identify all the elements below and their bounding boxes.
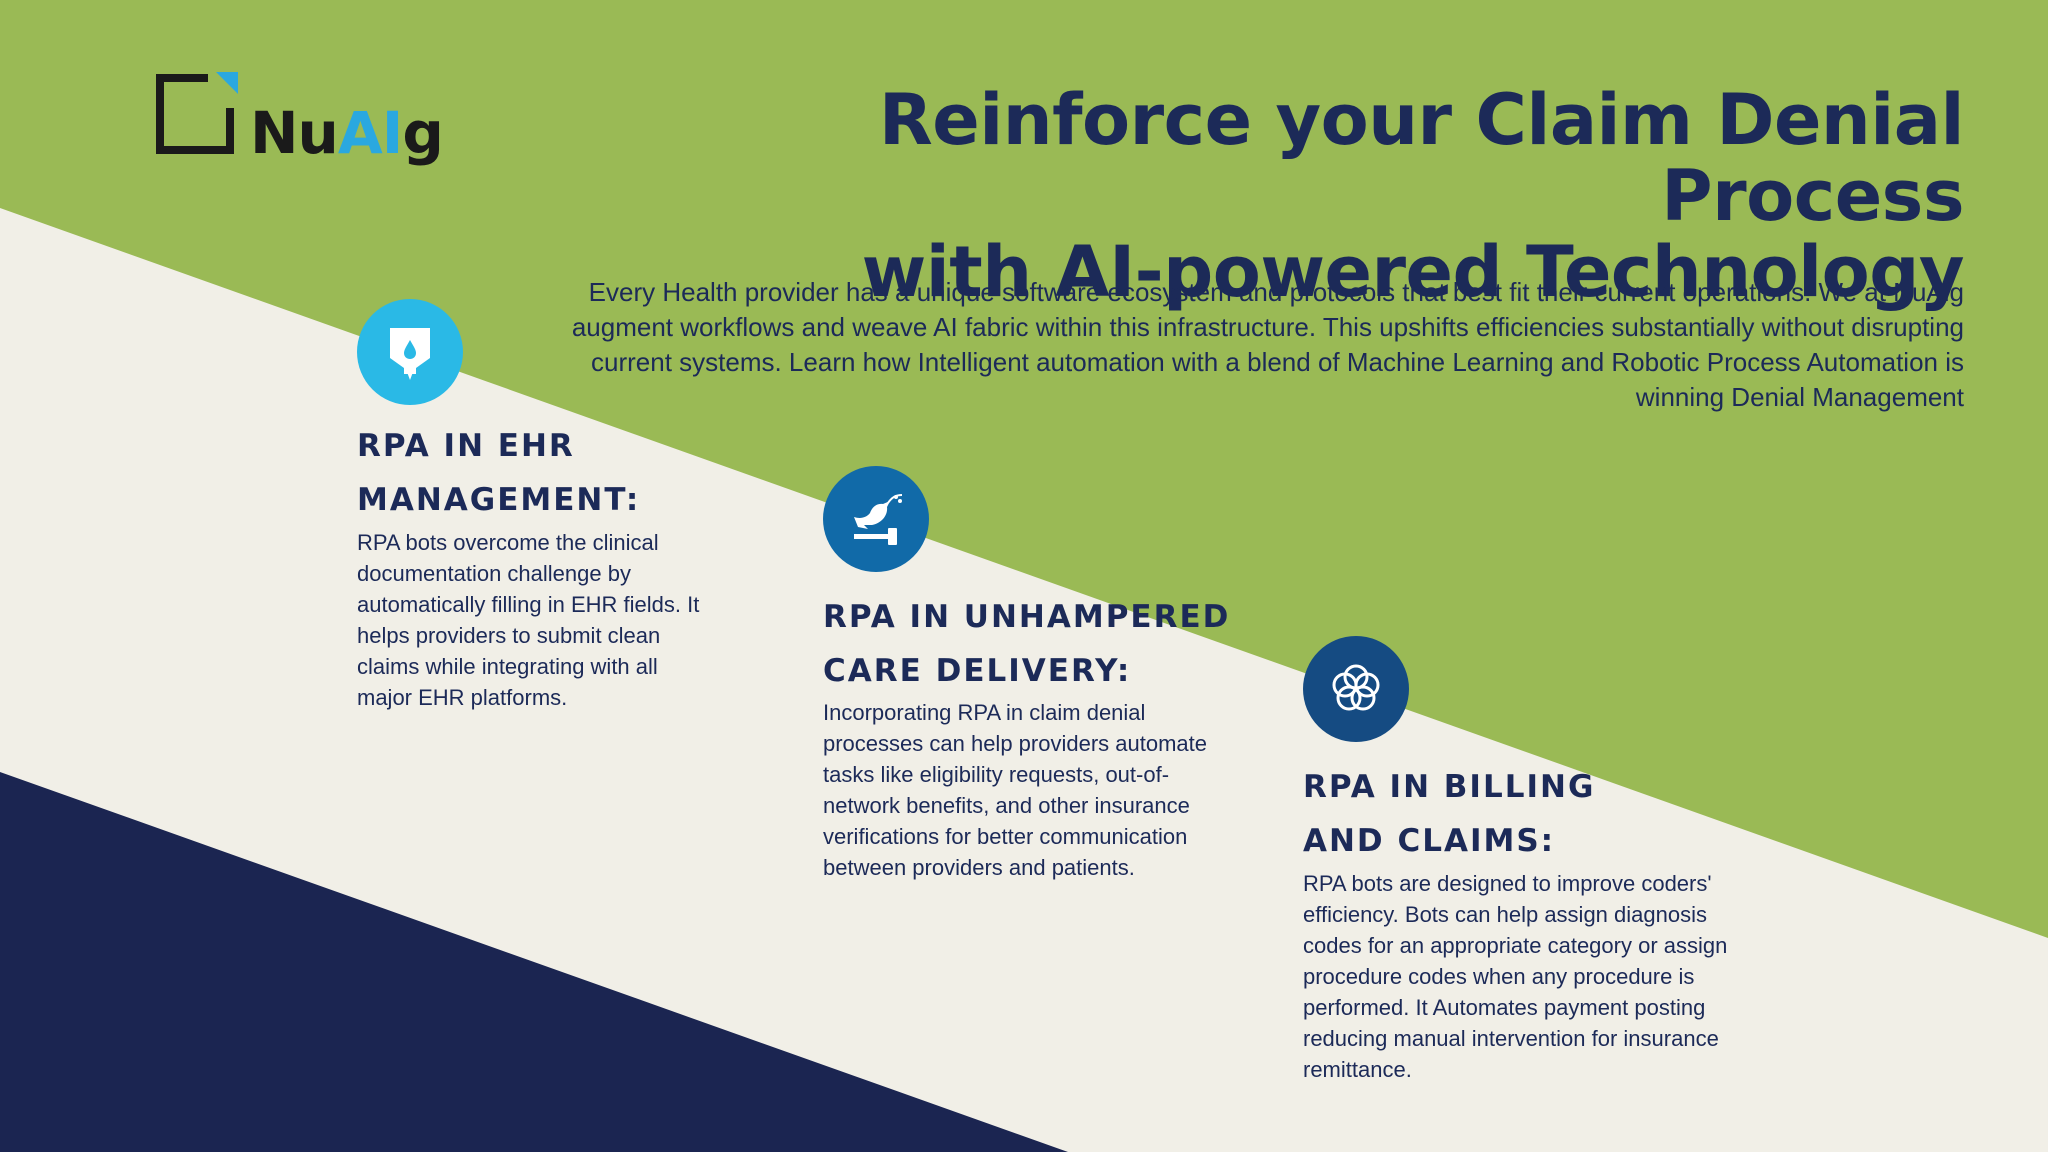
page-title-line-2: with AI-powered Technology	[861, 231, 1965, 313]
intro-paragraph: Every Health provider has a unique softw…	[571, 277, 1964, 412]
dove-gavel-icon	[854, 494, 903, 545]
card-title-line-1: RPA IN BILLING	[1303, 769, 1596, 805]
flower-icon	[1332, 664, 1380, 711]
icon-badge	[1303, 636, 1409, 742]
card-title-line-2: AND CLAIMS:	[1303, 823, 1556, 859]
icon-badge	[357, 299, 463, 405]
green-band	[0, 0, 2048, 938]
nualg-logo: NuAIg	[150, 68, 444, 168]
document-drop-icon	[390, 328, 430, 380]
card-title-line-2: MANAGEMENT:	[357, 482, 641, 518]
logo-text-part: g	[402, 99, 444, 167]
navy-band	[0, 772, 1068, 1152]
card-title: RPA IN UNHAMPERED CARE DELIVERY:	[823, 590, 1230, 698]
card-body: Incorporating RPA in claim denial proces…	[823, 700, 1207, 880]
card-title: RPA IN BILLING AND CLAIMS:	[1303, 760, 1595, 868]
card-title-line-1: RPA IN EHR	[357, 428, 575, 464]
icon-badge	[823, 466, 929, 572]
card-title-line-2: CARE DELIVERY:	[823, 653, 1132, 689]
page-title-line-1: Reinforce your Claim Denial Process	[878, 79, 1965, 237]
card-body: RPA bots are designed to improve coders'…	[1303, 871, 1728, 1082]
card-title: RPA IN EHR MANAGEMENT:	[357, 419, 640, 527]
logo-wordmark: NuAIg	[250, 104, 444, 162]
logo-text-accent: AI	[337, 99, 403, 167]
logo-text-part: Nu	[250, 99, 339, 167]
page-title: Reinforce your Claim Denial Process with…	[664, 79, 1965, 313]
nualg-logo-mark	[156, 72, 238, 154]
card-body: RPA bots overcome the clinical documenta…	[357, 530, 700, 710]
card-title-line-1: RPA IN UNHAMPERED	[823, 599, 1231, 635]
